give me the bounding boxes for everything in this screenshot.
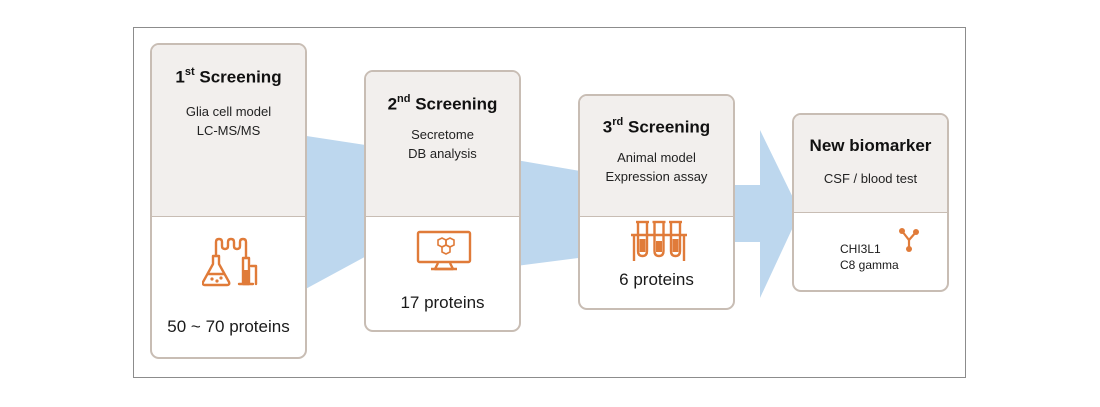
stage-3-title: 3rd Screening — [602, 116, 711, 137]
funnel-band-2 — [516, 160, 586, 266]
stage-3-model: Animal model — [617, 149, 696, 165]
stage-3-method: Expression assay — [605, 168, 708, 184]
test-tubes-icon — [631, 220, 687, 261]
stage-1-header: 1st Screening Glia cell model LC-MS/MS — [152, 45, 305, 217]
stage-card-biomarker: New biomarker CSF / blood test CHI3L1 C8… — [792, 113, 949, 292]
stage-2-header: 2nd Screening Secretome DB analysis — [366, 72, 519, 217]
stage-2-title: 2nd Screening — [387, 93, 498, 114]
stage-1-title: 1st Screening — [175, 66, 282, 87]
stage-1-model: Glia cell model — [185, 103, 272, 119]
stage-3-header: 3rd Screening Animal model Expression as… — [580, 96, 733, 217]
stage-3-result: 6 proteins — [619, 270, 694, 289]
biomarker-list: CHI3L1 C8 gamma — [840, 241, 899, 273]
stage-2-analysis: Secretome — [411, 126, 474, 142]
stage-card-2: 2nd Screening Secretome DB analysis 17 p… — [364, 70, 521, 332]
stage-card-3: 3rd Screening Animal model Expression as… — [578, 94, 735, 310]
biomarker-item-1: CHI3L1 — [840, 242, 881, 256]
biomarker-test: CSF / blood test — [823, 171, 918, 186]
stage-card-1: 1st Screening Glia cell model LC-MS/MS 5… — [150, 43, 307, 359]
funnel-band-1 — [300, 135, 372, 292]
lab-flasks-icon — [202, 237, 258, 287]
stage-2-result: 17 proteins — [400, 293, 485, 312]
biomarker-item-2: C8 gamma — [840, 258, 899, 272]
molecule-branch-icon — [899, 228, 919, 252]
biomarker-header: New biomarker CSF / blood test — [794, 115, 947, 213]
stage-2-method: DB analysis — [408, 145, 477, 161]
stage-1-result: 50 ~ 70 proteins — [167, 317, 290, 336]
funnel-arrowhead — [730, 130, 800, 298]
biomarker-title: New biomarker — [809, 136, 932, 155]
monitor-molecule-icon — [416, 230, 472, 271]
stage-1-method: LC-MS/MS — [196, 122, 261, 138]
